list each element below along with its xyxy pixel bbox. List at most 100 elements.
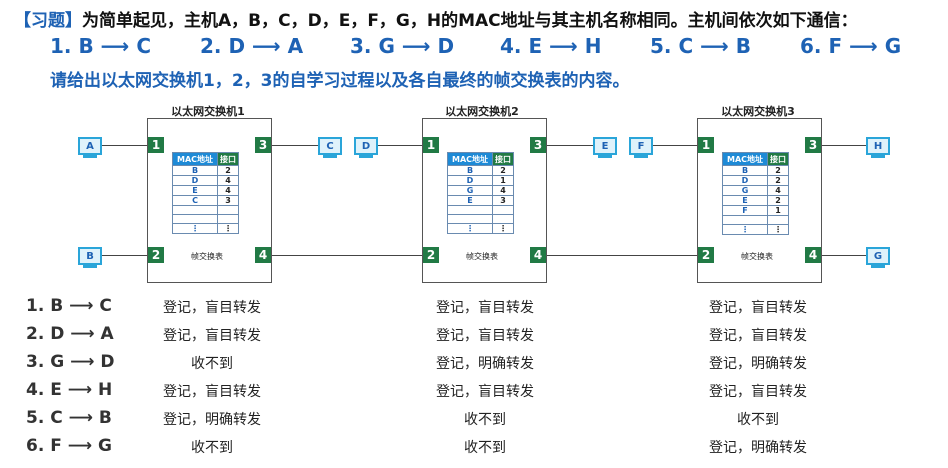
host-h-computer-icon: H: [866, 137, 890, 155]
port-cell: ⋮: [767, 224, 789, 235]
mac-cell: [447, 205, 493, 215]
switch-1-port-4: 4: [255, 247, 271, 263]
host-f-stand: [634, 155, 648, 158]
host-c-computer-icon: C: [318, 137, 342, 155]
mac-cell: B: [447, 165, 493, 176]
mac-cell: E: [722, 195, 768, 206]
process-row-4-sw1: 登记，盲目转发: [163, 384, 261, 400]
port-cell: [492, 214, 514, 224]
process-row-5-sw1: 登记，明确转发: [163, 412, 261, 428]
mac-cell: G: [722, 185, 768, 196]
process-row-1-label: 1. B ⟶ C: [26, 296, 112, 316]
host-e-computer-icon: E: [593, 137, 617, 155]
port-cell: [217, 205, 239, 215]
switch-1-label: 以太网交换机1: [171, 105, 245, 118]
switch-2-port-1: 1: [423, 137, 439, 153]
port-header: 接口: [767, 152, 789, 166]
process-row-5-label: 5. C ⟶ B: [26, 408, 112, 428]
exercise-bracket: 【习题】: [14, 11, 82, 31]
switch-1-port-3: 3: [255, 137, 271, 153]
port-header: 接口: [217, 152, 239, 166]
port-cell: 4: [217, 175, 239, 186]
process-row-6-sw2: 收不到: [464, 440, 506, 456]
process-row-6-label: 6. F ⟶ G: [26, 436, 112, 456]
port-cell: 4: [492, 185, 514, 196]
host-f-computer-icon: F: [629, 137, 653, 155]
host-d-stand: [359, 155, 373, 158]
mac-cell: D: [722, 175, 768, 186]
mac-cell: D: [447, 175, 493, 186]
mac-cell: [172, 205, 218, 215]
process-row-3-sw1: 收不到: [191, 356, 233, 372]
process-row-6-sw1: 收不到: [191, 440, 233, 456]
process-row-5-sw2: 收不到: [464, 412, 506, 428]
mac-cell: E: [447, 195, 493, 206]
switch-3-label: 以太网交换机3: [721, 105, 795, 118]
switch-3-port-2: 2: [698, 247, 714, 263]
switch-3-port-1: 1: [698, 137, 714, 153]
process-row-4-label: 4. E ⟶ H: [26, 380, 113, 400]
link-f-sw3: [652, 145, 697, 146]
port-cell: [767, 215, 789, 225]
sequence-item-3: 3. G ⟶ D: [350, 34, 455, 58]
process-row-3-sw2: 登记，明确转发: [436, 356, 534, 372]
link-sw1-c: [270, 145, 318, 146]
mac-cell: C: [172, 195, 218, 206]
port-cell: 3: [492, 195, 514, 206]
link-b-sw1: [100, 255, 148, 256]
mac-cell: [722, 215, 768, 225]
mac-header: MAC地址: [722, 152, 768, 166]
switch-1-table-caption: 帧交换表: [191, 252, 223, 261]
mac-cell: [172, 214, 218, 224]
port-cell: 2: [767, 175, 789, 186]
switch-2-port-4: 4: [530, 247, 546, 263]
link-sw3-g: [820, 255, 866, 256]
switch-1-port-1: 1: [148, 137, 164, 153]
switch-2-label: 以太网交换机2: [445, 105, 519, 118]
mac-cell: F: [722, 205, 768, 216]
process-row-3-label: 3. G ⟶ D: [26, 352, 115, 372]
mac-cell: D: [172, 175, 218, 186]
process-row-5-sw3: 收不到: [737, 412, 779, 428]
link-sw1-sw2: [270, 255, 422, 256]
port-cell: ⋮: [492, 223, 514, 234]
mac-cell: ⋮: [447, 223, 493, 234]
host-a-stand: [83, 155, 97, 158]
mac-header: MAC地址: [172, 152, 218, 166]
host-g-computer-icon: G: [866, 247, 890, 265]
mac-cell: E: [172, 185, 218, 196]
switch-2-port-3: 3: [530, 137, 546, 153]
link-sw2-sw3: [545, 255, 697, 256]
process-row-4-sw2: 登记，盲目转发: [436, 384, 534, 400]
sequence-item-1: 1. B ⟶ C: [50, 34, 151, 58]
process-row-1-sw2: 登记，盲目转发: [436, 300, 534, 316]
table-row: ⋮⋮: [722, 224, 789, 235]
link-a-sw1: [100, 145, 148, 146]
process-row-3-sw3: 登记，明确转发: [709, 356, 807, 372]
host-c-stand: [323, 155, 337, 158]
port-cell: [492, 205, 514, 215]
host-e-stand: [598, 155, 612, 158]
host-d-computer-icon: D: [354, 137, 378, 155]
exercise-header: 【习题】为简单起见，主机A，B，C，D，E，F，G，H的MAC地址与其主机名称相…: [14, 6, 858, 31]
process-row-6-sw3: 登记，明确转发: [709, 440, 807, 456]
port-cell: 1: [492, 175, 514, 186]
table-row: [447, 214, 514, 224]
port-cell: 2: [767, 165, 789, 176]
port-cell: [217, 214, 239, 224]
mac-cell: ⋮: [722, 224, 768, 235]
port-cell: 1: [767, 205, 789, 216]
link-sw2-e: [545, 145, 593, 146]
